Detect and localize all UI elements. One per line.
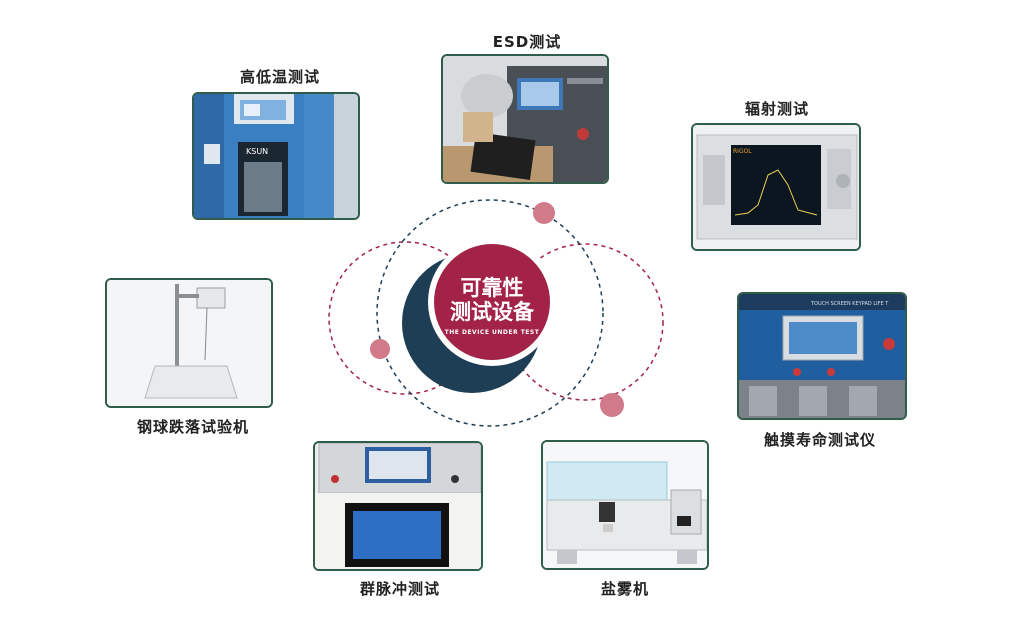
hub-title: 可靠性 测试设备 — [422, 276, 562, 324]
hub-title-line2: 测试设备 — [450, 300, 534, 324]
dashed-circle-right — [506, 243, 664, 401]
label-radiation: 辐射测试 — [744, 100, 809, 118]
photo-pulse-generator — [315, 443, 481, 569]
photo-salt-fog-chamber — [543, 442, 707, 568]
label-salt-fog: 盐雾机 — [600, 580, 649, 598]
tester-panel-text: TOUCH SCREEN KEYPAD LIFE T — [810, 301, 889, 307]
card-ball-drop — [105, 278, 273, 408]
chamber-brand-text: KSUN — [246, 147, 268, 156]
card-touch-life: TOUCH SCREEN KEYPAD LIFE T — [737, 292, 907, 420]
photo-touch-tester: TOUCH SCREEN KEYPAD LIFE T — [739, 294, 905, 418]
photo-spectrum-analyzer: RIGOL — [693, 125, 859, 249]
dot-top — [533, 202, 555, 224]
card-high-low-temp: KSUN — [192, 92, 360, 220]
dot-left — [370, 339, 390, 359]
label-ball-drop: 钢球跌落试验机 — [136, 418, 249, 436]
analyzer-brand-text: RIGOL — [733, 148, 752, 155]
label-esd: ESD测试 — [492, 33, 562, 51]
photo-ball-drop-machine — [107, 280, 271, 406]
photo-temp-chamber: KSUN — [194, 94, 358, 218]
hub-subtitle: THE DEVICE UNDER TEST — [444, 329, 540, 336]
hub-title-line1: 可靠性 — [460, 276, 524, 300]
dot-bottom-right — [600, 393, 624, 417]
card-pulse — [313, 441, 483, 571]
dashed-circle-outer — [376, 199, 604, 427]
label-pulse: 群脉冲测试 — [359, 580, 440, 598]
label-touch-life: 触摸寿命测试仪 — [763, 431, 876, 449]
hub-disc — [434, 244, 550, 360]
label-high-low-temp: 高低温测试 — [239, 68, 320, 86]
card-salt-fog — [541, 440, 709, 570]
card-radiation: RIGOL — [691, 123, 861, 251]
photo-esd-gun — [443, 56, 607, 182]
card-esd — [441, 54, 609, 184]
